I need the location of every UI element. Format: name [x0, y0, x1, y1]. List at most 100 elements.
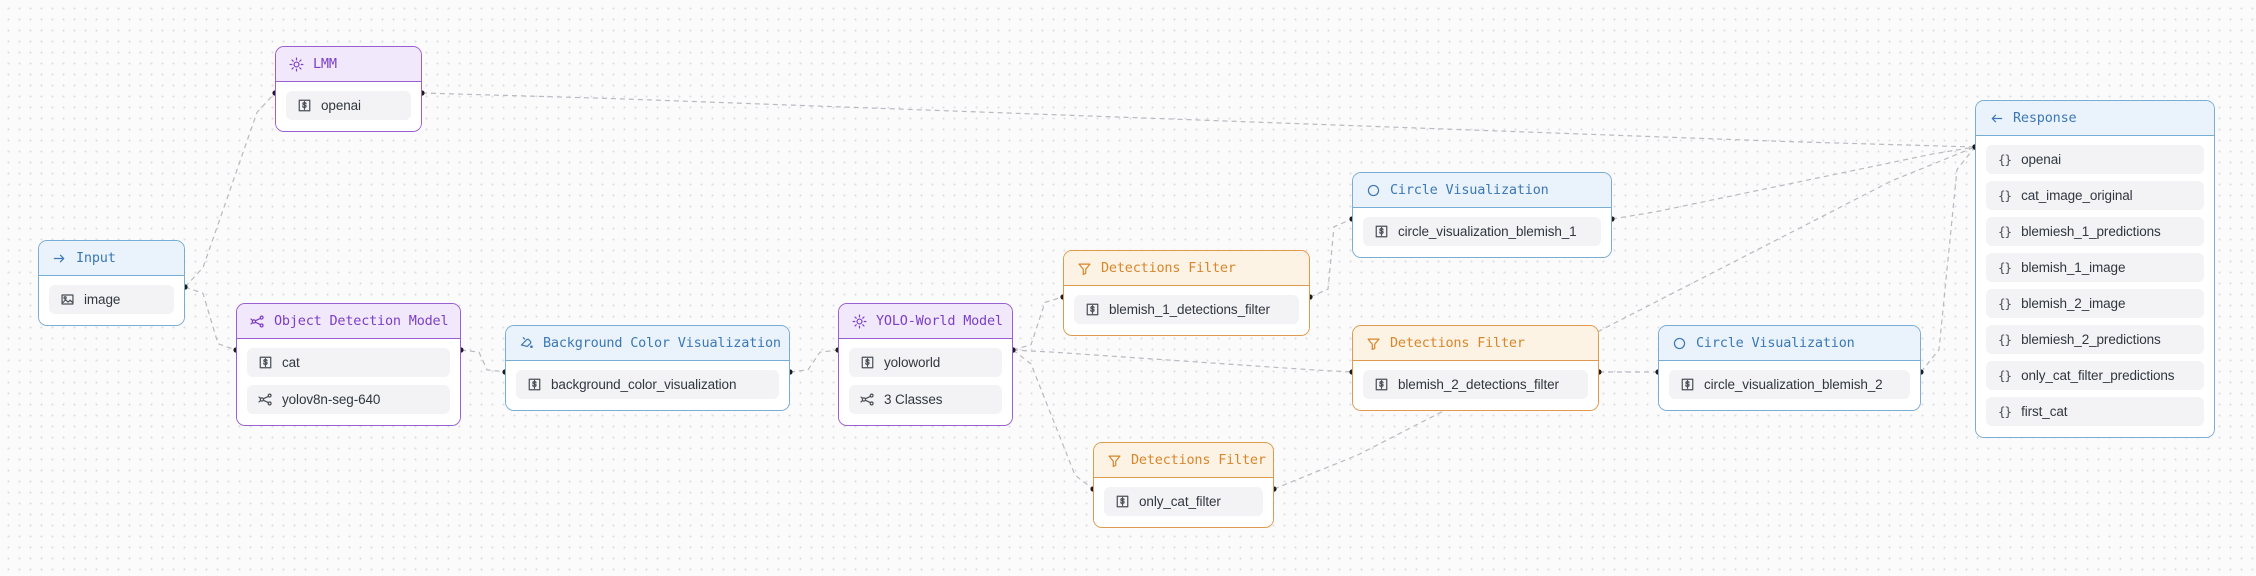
node-title: Circle Visualization	[1696, 335, 1855, 351]
node-circle-visualization-blemish-1[interactable]: Circle Visualization circle_visualization…	[1352, 172, 1612, 258]
node-field-label: yoloworld	[884, 355, 941, 370]
dollar-box-icon	[258, 355, 273, 370]
model-graph-icon	[258, 392, 273, 407]
edge-object-detection-model-to-background-color-visualization	[460, 349, 506, 373]
node-header-detections-filter-blemish-2: Detections Filter	[1353, 326, 1598, 361]
response-panel-title: Response	[2013, 110, 2077, 126]
gear-icon	[852, 314, 867, 329]
node-field[interactable]: yolov8n-seg-640	[247, 385, 450, 414]
response-item[interactable]: {} blemiesh_2_predictions	[1986, 325, 2204, 354]
node-field[interactable]: yoloworld	[849, 348, 1002, 377]
braces-icon: {}	[1998, 260, 2012, 275]
node-field-label: yolov8n-seg-640	[282, 392, 381, 407]
paint-icon	[519, 336, 534, 351]
node-body-circle-visualization-blemish-2: circle_visualization_blemish_2	[1659, 361, 1920, 410]
response-item-label: first_cat	[2021, 404, 2068, 419]
circle-icon	[1672, 336, 1687, 351]
node-field[interactable]: cat	[247, 348, 450, 377]
response-panel-header: Response	[1976, 101, 2214, 136]
node-body-detections-filter-blemish-2: blemish_2_detections_filter	[1353, 361, 1598, 410]
filter-icon	[1077, 261, 1092, 276]
arrow-left-icon	[1989, 111, 2004, 126]
dollar-box-icon	[1085, 302, 1100, 317]
node-field-label: blemish_2_detections_filter	[1398, 377, 1559, 392]
image-icon	[60, 292, 75, 307]
braces-icon: {}	[1998, 188, 2012, 203]
node-detections-filter-blemish-1[interactable]: Detections Filter blemish_1_detections_fi…	[1063, 250, 1310, 336]
node-title: Object Detection Model	[274, 313, 449, 329]
edge-circle-visualization-blemish-2-to-response	[1920, 146, 1976, 373]
node-header-circle-visualization-blemish-1: Circle Visualization	[1353, 173, 1611, 208]
dollar-box-icon	[1374, 224, 1389, 239]
response-item-label: blemish_2_image	[2021, 296, 2126, 311]
model-graph-icon	[860, 392, 875, 407]
node-background-color-visualization[interactable]: Background Color Visualization background…	[505, 325, 790, 411]
response-item[interactable]: {}blemish_1_image	[1986, 253, 2204, 282]
node-detections-filter-only-cat[interactable]: Detections Filter only_cat_filter	[1093, 442, 1274, 528]
response-item-label: blemiesh_2_predictions	[2021, 332, 2161, 347]
node-field-label: 3 Classes	[884, 392, 943, 407]
edge-background-color-visualization-to-yolo-world-model	[789, 349, 839, 373]
node-field[interactable]: background_color_visualization	[516, 370, 779, 399]
edge-circle-visualization-blemish-1-to-response	[1611, 146, 1976, 220]
node-title: Detections Filter	[1101, 260, 1236, 276]
braces-icon: {}	[1998, 332, 2012, 347]
response-item[interactable]: {}blemiesh_1_predictions	[1986, 217, 2204, 246]
response-panel[interactable]: Response{}openai{}cat_image_original{}bl…	[1975, 100, 2215, 438]
node-header-circle-visualization-blemish-2: Circle Visualization	[1659, 326, 1920, 361]
edge-input-to-object-detection-model	[184, 286, 237, 351]
response-panel-body: {}openai{}cat_image_original{}blemiesh_1…	[1976, 136, 2214, 437]
response-item-label: blemiesh_1_predictions	[2021, 224, 2161, 239]
response-item[interactable]: {} blemish_2_image	[1986, 289, 2204, 318]
node-field-label: image	[84, 292, 121, 307]
node-header-yolo-world-model: YOLO-World Model	[839, 304, 1012, 339]
node-circle-visualization-blemish-2[interactable]: Circle Visualization circle_visualization…	[1658, 325, 1921, 411]
dollar-box-icon	[1115, 494, 1130, 509]
node-field[interactable]: 3 Classes	[849, 385, 1002, 414]
response-item[interactable]: {}first_cat	[1986, 397, 2204, 426]
response-item[interactable]: {} only_cat_filter_predictions	[1986, 361, 2204, 390]
node-header-background-color-visualization: Background Color Visualization	[506, 326, 789, 361]
node-title: Circle Visualization	[1390, 182, 1549, 198]
dollar-box-icon	[1680, 377, 1695, 392]
node-body-detections-filter-blemish-1: blemish_1_detections_filter	[1064, 286, 1309, 335]
node-field-label: cat	[282, 355, 300, 370]
edge-yolo-world-model-to-detections-filter-blemish-2	[1012, 349, 1353, 373]
response-item-label: openai	[2021, 152, 2062, 167]
node-body-detections-filter-only-cat: only_cat_filter	[1094, 478, 1273, 527]
edge-yolo-world-model-to-detections-filter-only-cat	[1012, 349, 1094, 490]
response-item[interactable]: {}openai	[1986, 145, 2204, 174]
filter-icon	[1107, 453, 1122, 468]
node-field[interactable]: circle_visualization_blemish_1	[1363, 217, 1601, 246]
node-body-background-color-visualization: background_color_visualization	[506, 361, 789, 410]
response-item[interactable]: {} cat_image_original	[1986, 181, 2204, 210]
node-field[interactable]: image	[49, 285, 174, 314]
node-title: Detections Filter	[1390, 335, 1525, 351]
node-field[interactable]: blemish_1_detections_filter	[1074, 295, 1299, 324]
node-header-detections-filter-only-cat: Detections Filter	[1094, 443, 1273, 478]
node-field-label: background_color_visualization	[551, 377, 737, 392]
node-body-lmm: openai	[276, 82, 421, 131]
node-field[interactable]: circle_visualization_blemish_2	[1669, 370, 1910, 399]
edge-detections-filter-blemish-1-to-circle-visualization-blemish-1	[1309, 218, 1353, 298]
response-item-label: cat_image_original	[2021, 188, 2133, 203]
node-field[interactable]: only_cat_filter	[1104, 487, 1263, 516]
node-field-label: openai	[321, 98, 361, 113]
node-field[interactable]: openai	[286, 91, 411, 120]
braces-icon: {}	[1998, 368, 2012, 383]
dollar-box-icon	[527, 377, 542, 392]
circle-icon	[1366, 183, 1381, 198]
node-field-label: circle_visualization_blemish_1	[1398, 224, 1577, 239]
node-yolo-world-model[interactable]: YOLO-World Model yoloworld 3 Classes	[838, 303, 1013, 426]
node-field-label: circle_visualization_blemish_2	[1704, 377, 1883, 392]
braces-icon: {}	[1998, 296, 2012, 311]
node-title: YOLO-World Model	[876, 313, 1003, 329]
edge-input-to-lmm	[184, 92, 276, 288]
node-detections-filter-blemish-2[interactable]: Detections Filter blemish_2_detections_fi…	[1352, 325, 1599, 411]
response-item-label: only_cat_filter_predictions	[2021, 368, 2175, 383]
node-object-detection-model[interactable]: Object Detection Model cat yolov8n-seg-640	[236, 303, 461, 426]
node-field[interactable]: blemish_2_detections_filter	[1363, 370, 1588, 399]
